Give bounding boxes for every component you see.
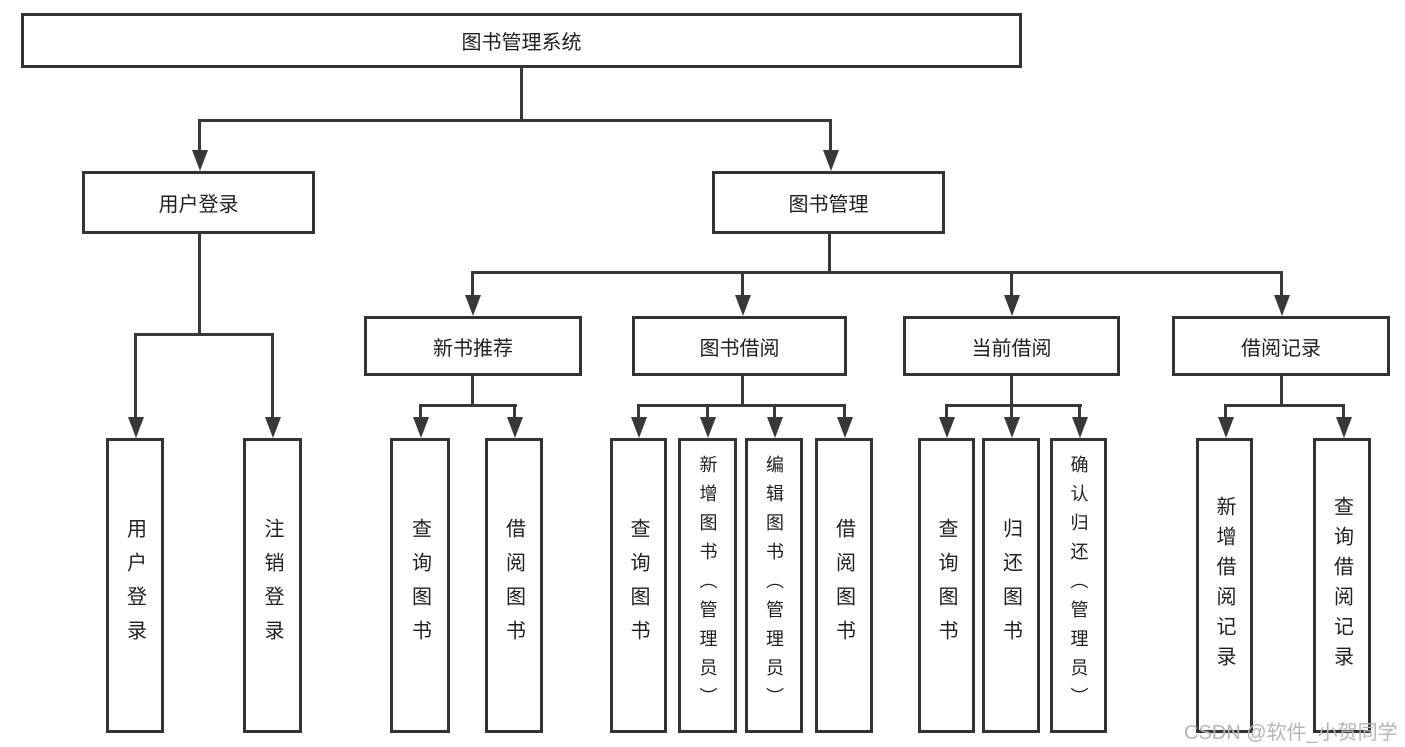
connector-line <box>1078 404 1081 421</box>
arrow-down-icon <box>1274 295 1290 316</box>
arrow-down-icon <box>631 417 647 438</box>
node-book-management: 图书管理 <box>712 171 945 234</box>
connector-line <box>1280 376 1283 407</box>
connector-line <box>198 234 201 335</box>
arrow-down-icon <box>128 417 144 438</box>
watermark: CSDN @软件_小贺同学 <box>1184 722 1398 744</box>
node-borrowing-records: 借阅记录 <box>1172 316 1390 376</box>
connector-line <box>706 404 709 421</box>
connector-line <box>419 404 517 407</box>
connector-line <box>471 376 474 407</box>
connector-line <box>828 234 831 274</box>
arrow-down-icon <box>507 417 523 438</box>
arrow-down-icon <box>413 417 429 438</box>
connector-line <box>1280 271 1283 298</box>
connector-line <box>1224 404 1345 407</box>
arrow-down-icon <box>823 150 839 171</box>
arrow-down-icon <box>1218 417 1234 438</box>
connector-line <box>741 271 744 298</box>
arrow-down-icon <box>265 417 281 438</box>
arrow-down-icon <box>735 295 751 316</box>
node-borrow-books-1: 借阅图书 <box>485 438 543 733</box>
arrow-down-icon <box>1004 417 1020 438</box>
connector-line <box>945 404 1082 407</box>
connector-line <box>419 404 422 421</box>
arrow-down-icon <box>1004 295 1020 316</box>
node-new-book-recommend: 新书推荐 <box>364 316 582 376</box>
connector-line <box>1224 404 1227 421</box>
connector-line <box>637 404 846 407</box>
node-user-login: 用户登录 <box>82 171 315 234</box>
node-book-borrowing: 图书借阅 <box>632 316 847 376</box>
connector-line <box>1342 404 1345 421</box>
node-return-books: 归还图书 <box>982 438 1040 733</box>
connector-line <box>1010 404 1013 421</box>
node-add-books-admin: 新增图书（管理员） <box>678 438 737 733</box>
arrow-down-icon <box>939 417 955 438</box>
node-query-books-3: 查询图书 <box>918 438 975 733</box>
node-library-management-system: 图书管理系统 <box>21 13 1022 68</box>
node-user-login-leaf: 用户登录 <box>106 438 164 733</box>
node-confirm-return-admin: 确认归还（管理员） <box>1050 438 1107 733</box>
connector-line <box>843 404 846 421</box>
connector-line <box>1010 376 1013 407</box>
arrow-down-icon <box>465 295 481 316</box>
arrow-down-icon <box>767 417 783 438</box>
node-query-books-2: 查询图书 <box>610 438 667 733</box>
node-edit-books-admin: 编辑图书（管理员） <box>745 438 803 733</box>
connector-line <box>134 333 137 421</box>
connector-line <box>471 271 1283 274</box>
connector-line <box>741 376 744 407</box>
arrow-down-icon <box>1072 417 1088 438</box>
node-borrow-books-2: 借阅图书 <box>815 438 873 733</box>
connector-line <box>1010 271 1013 298</box>
connector-line <box>271 333 274 421</box>
connector-line <box>134 333 274 336</box>
node-logout: 注销登录 <box>243 438 302 733</box>
arrow-down-icon <box>192 150 208 171</box>
connector-line <box>945 404 948 421</box>
connector-line <box>513 404 516 421</box>
connector-line <box>637 404 640 421</box>
node-add-borrow-record: 新增借阅记录 <box>1196 438 1253 733</box>
connector-line <box>773 404 776 421</box>
connector-line <box>829 119 832 156</box>
node-current-borrowing: 当前借阅 <box>903 316 1120 376</box>
arrow-down-icon <box>837 417 853 438</box>
arrow-down-icon <box>1336 417 1352 438</box>
arrow-down-icon <box>700 417 716 438</box>
node-query-books-1: 查询图书 <box>390 438 450 733</box>
connector-line <box>198 119 201 156</box>
connector-line <box>520 68 523 120</box>
node-query-borrow-record: 查询借阅记录 <box>1313 438 1371 733</box>
connector-line <box>471 271 474 298</box>
connector-line <box>198 119 832 122</box>
